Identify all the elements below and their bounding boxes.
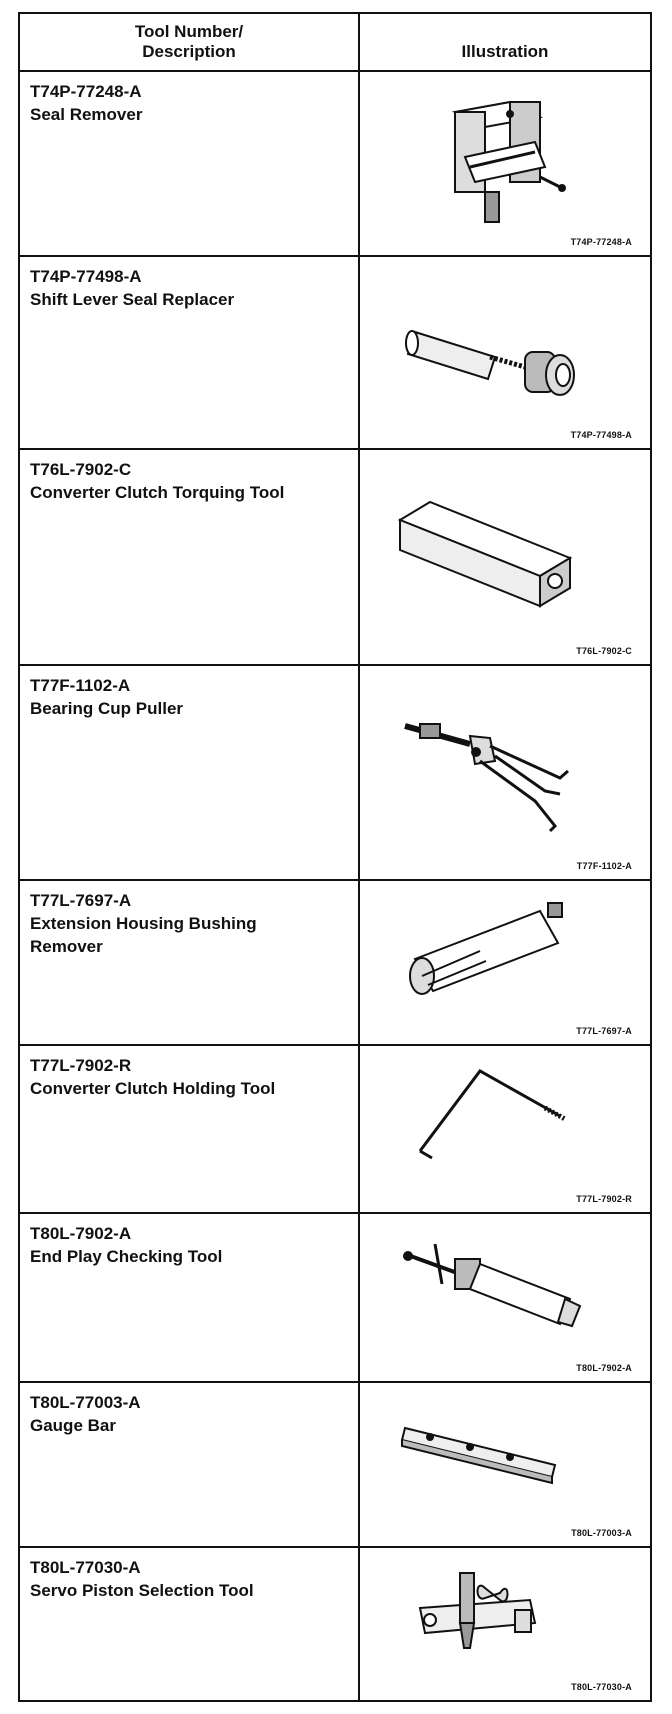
servo-tool-icon [418, 1571, 537, 1649]
tool-illustration-cell: T74P-77498-A [358, 254, 652, 451]
tool-illustration-cell: T80L-7902-A [358, 1211, 652, 1383]
tool-description-cell: T77F-1102-A Bearing Cup Puller [18, 663, 360, 882]
header-illustration: Illustration [358, 12, 652, 72]
holding-tool-icon [418, 1069, 567, 1160]
tool-number: T80L-77030-A [30, 1557, 141, 1577]
tool-illustration-cell: T74P-77248-A [358, 70, 652, 257]
tool-description: Gauge Bar [30, 1415, 116, 1435]
illustration-caption: T77L-7902-R [576, 1193, 632, 1204]
end-play-tool-icon [403, 1243, 582, 1327]
tool-table: Tool Number/ Description Illustration T7… [18, 12, 652, 1703]
tool-number: T77L-7697-A [30, 891, 132, 911]
tool-illustration-cell: T77F-1102-A [358, 663, 652, 882]
tool-number: T80L-77003-A [30, 1392, 141, 1412]
tool-illustration-cell: T80L-77030-A [358, 1545, 652, 1703]
bushing-remover-icon [409, 902, 563, 996]
illustration-caption: T80L-77030-A [571, 1682, 632, 1692]
tool-description-cell: T74P-77248-A Seal Remover [18, 70, 360, 257]
illustration-caption: T77F-1102-A [576, 861, 632, 872]
table-header-row: Tool Number/ Description Illustration [18, 12, 652, 72]
tool-description-cell: T77L-7902-R Converter Clutch Holding Too… [18, 1044, 360, 1214]
tool-number: T77F-1102-A [30, 675, 131, 695]
tool-description-cell: T77L-7697-A Extension Housing Bushing Re… [18, 879, 360, 1047]
table-row: T80L-7902-A End Play Checking Tool [18, 1211, 652, 1383]
table-row: T80L-77003-A Gauge Bar T8 [18, 1380, 652, 1548]
tool-description: Shift Lever Seal Replacer [30, 289, 235, 309]
header-tool-number: Tool Number/ Description [18, 12, 360, 72]
tool-description: Extension Housing Bushing Remover [30, 914, 257, 957]
tool-description-cell: T80L-77003-A Gauge Bar [18, 1380, 360, 1548]
tool-description: Seal Remover [30, 105, 143, 124]
illustration-caption: T74P-77248-A [570, 236, 632, 247]
tool-number: T74P-77498-A [30, 266, 142, 286]
bearing-puller-icon [404, 722, 569, 832]
tool-illustration-cell: T77L-7697-A [358, 879, 652, 1047]
tool-description-cell: T74P-77498-A Shift Lever Seal Replacer [18, 254, 360, 451]
table-row: T77L-7902-R Converter Clutch Holding Too… [18, 1044, 652, 1214]
torquing-tool-icon [397, 501, 573, 609]
tool-illustration-cell: T77L-7902-R [358, 1044, 652, 1214]
tool-illustration-cell: T76L-7902-C [358, 448, 652, 666]
illustration-caption: T74P-77498-A [570, 430, 632, 441]
tool-description-cell: T80L-7902-A End Play Checking Tool [18, 1211, 360, 1383]
table-row: T74P-77498-A Shift Lever Seal Replacer [18, 254, 652, 451]
table-row: T77L-7697-A Extension Housing Bushing Re… [18, 879, 652, 1047]
seal-remover-icon [451, 100, 566, 223]
illustration-caption: T80L-77003-A [571, 1527, 632, 1538]
tool-number: T74P-77248-A [30, 82, 142, 101]
table-row: T77F-1102-A Bearing Cup Puller [18, 663, 652, 882]
tool-description-cell: T76L-7902-C Converter Clutch Torquing To… [18, 448, 360, 666]
tool-description: End Play Checking Tool [30, 1246, 223, 1266]
tool-description-cell: T80L-77030-A Servo Piston Selection Tool [18, 1545, 360, 1703]
tool-description: Converter Clutch Holding Tool [30, 1079, 276, 1099]
tool-illustration-cell: T80L-77003-A [358, 1380, 652, 1548]
tool-number: T77L-7902-R [30, 1056, 132, 1076]
seal-replacer-icon [405, 329, 575, 396]
tool-number: T76L-7902-C [30, 460, 132, 480]
tool-description: Bearing Cup Puller [30, 698, 184, 718]
illustration-caption: T76L-7902-C [576, 645, 632, 656]
tool-description: Converter Clutch Torquing Tool [30, 483, 285, 503]
table-row: T74P-77248-A Seal Remover [18, 70, 652, 257]
table-row: T80L-77030-A Servo Piston Selection Tool [18, 1545, 652, 1703]
tool-description: Servo Piston Selection Tool [30, 1580, 254, 1600]
illustration-caption: T77L-7697-A [576, 1026, 632, 1037]
gauge-bar-icon [400, 1426, 557, 1485]
table-row: T76L-7902-C Converter Clutch Torquing To… [18, 448, 652, 666]
tool-number: T80L-7902-A [30, 1223, 132, 1243]
illustration-caption: T80L-7902-A [576, 1362, 632, 1373]
